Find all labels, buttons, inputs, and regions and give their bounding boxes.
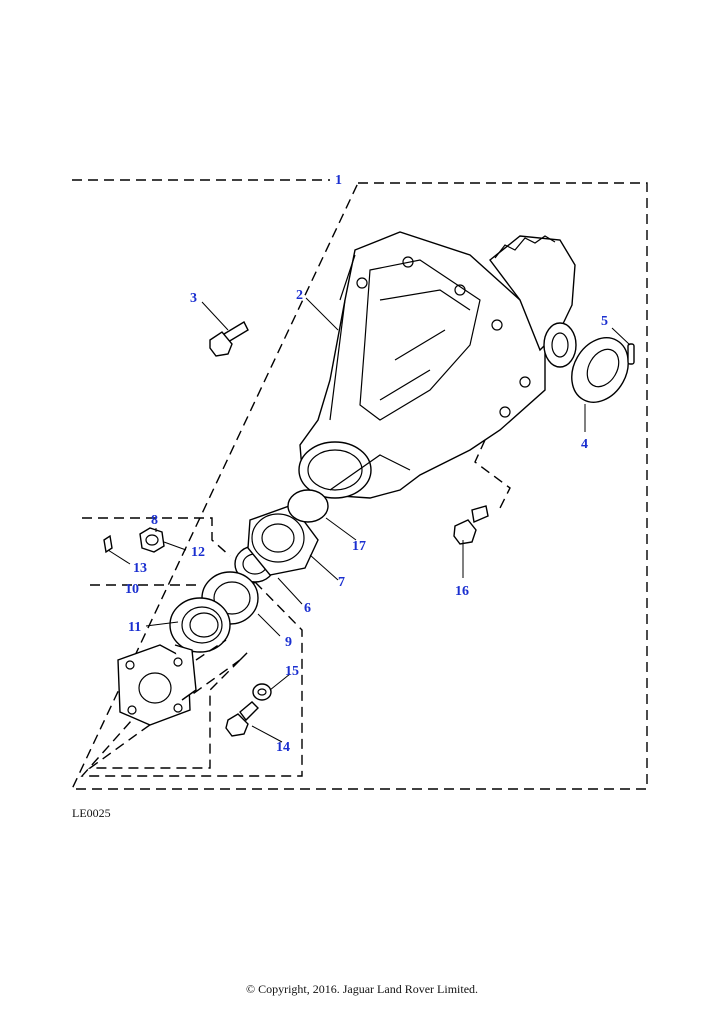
differential-housing: [298, 231, 577, 499]
seal-11: [169, 597, 231, 653]
callout-5: 5: [601, 314, 608, 329]
callout-2: 2: [296, 288, 303, 303]
assembly-boundary-1: [70, 179, 648, 790]
pin-5: [627, 343, 635, 365]
tone-ring-4: [571, 337, 629, 403]
bolt-14: [225, 701, 259, 737]
bolt-3: [209, 321, 249, 357]
o-ring-17: [287, 489, 329, 523]
callout-1: 1: [335, 173, 342, 188]
nut-8: [139, 527, 165, 553]
callout-8: 8: [151, 513, 158, 528]
callout-3: 3: [190, 291, 197, 306]
pinion-flange: [117, 644, 197, 726]
bearing-7: [247, 504, 319, 576]
callout-17: 17: [352, 539, 366, 554]
callout-9: 9: [285, 635, 292, 650]
alignment-line-16: [474, 439, 511, 509]
callout-6: 6: [304, 601, 311, 616]
leader-lines: [107, 297, 631, 743]
washer-15: [252, 683, 272, 701]
split-pin-13: [103, 534, 113, 554]
bolt-16: [453, 505, 489, 545]
alignment-line-flange: [195, 639, 251, 661]
callout-11: 11: [128, 620, 141, 635]
callout-7: 7: [338, 575, 345, 590]
copyright-notice: © Copyright, 2016. Jaguar Land Rover Lim…: [245, 982, 479, 996]
callout-10: 10: [125, 582, 139, 597]
callout-16: 16: [455, 584, 469, 599]
callout-14: 14: [276, 740, 290, 755]
callout-15: 15: [285, 664, 299, 679]
callout-13: 13: [133, 561, 147, 576]
kit-boundary-10: [87, 584, 241, 769]
callout-12: 12: [191, 545, 205, 560]
callout-4: 4: [581, 437, 588, 452]
diagram-reference-code: LE0025: [72, 806, 111, 820]
